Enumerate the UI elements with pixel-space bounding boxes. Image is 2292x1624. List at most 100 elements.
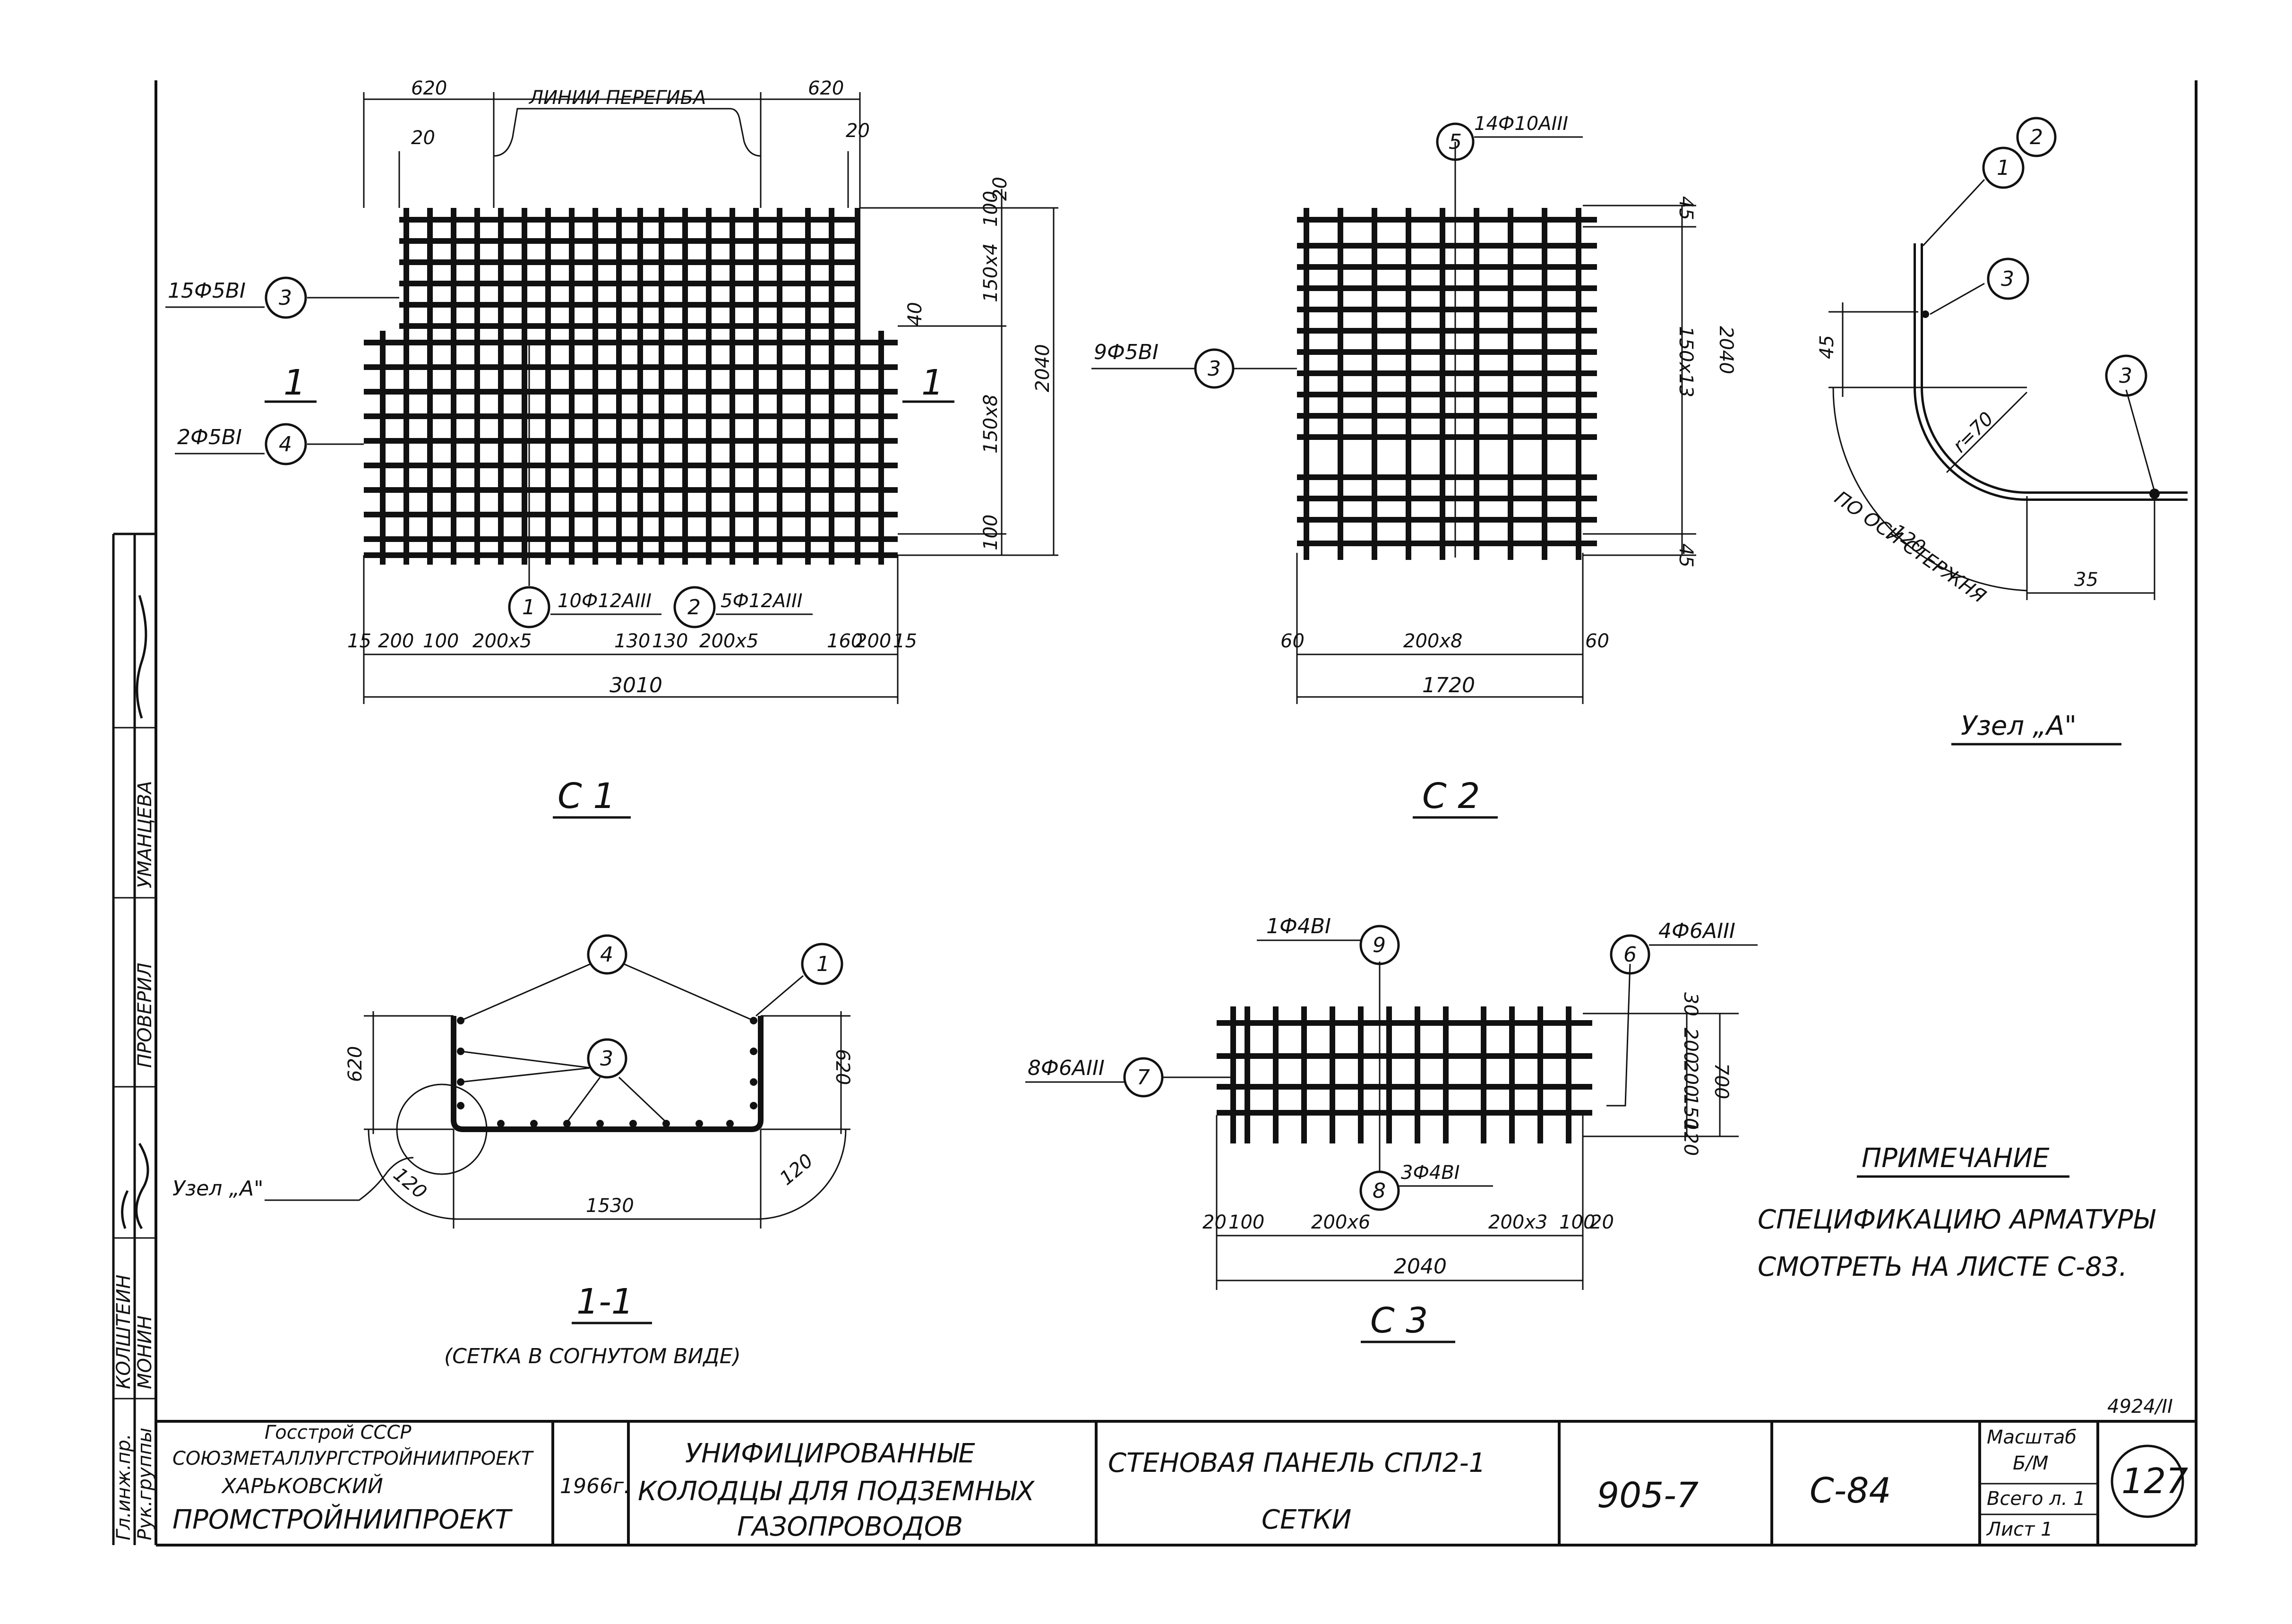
s11-dim-bend-r: 120 xyxy=(776,1150,817,1189)
note-line-1: СПЕЦИФИКАЦИЮ АРМАТУРЫ xyxy=(1758,1204,2156,1235)
s11-title: 1-1 xyxy=(576,1281,634,1322)
c3-dim-b1: 20 xyxy=(1202,1212,1227,1233)
c3-callout-9-text: 1Ф4ВI xyxy=(1266,914,1331,938)
c3-dim-r4: 150 xyxy=(1680,1094,1701,1130)
node-callout-3a: 3 xyxy=(2001,267,2014,291)
s11-callout-4: 4 xyxy=(600,943,613,967)
c1-dim-r-b: 150х4 xyxy=(980,243,1002,302)
c1-dim-b1: 15 xyxy=(347,630,371,652)
c1-dim-top-left: 620 xyxy=(411,77,447,99)
s11-subtitle: (СЕТКА В СОГНУТОМ ВИДЕ) xyxy=(444,1344,741,1368)
c1-dim-b7: 200х5 xyxy=(699,630,758,652)
tb-year: 1966г. xyxy=(560,1474,630,1498)
tb-scale-label: Масштаб xyxy=(1987,1426,2077,1448)
note-line-2: СМОТРЕТЬ НА ЛИСТЕ С-83. xyxy=(1758,1252,2127,1282)
c1-dim-b10: 15 xyxy=(893,630,917,652)
c1-callout-1-num: 1 xyxy=(522,595,535,619)
c2-dim-b3: 60 xyxy=(1585,630,1609,652)
c1-dim-r-e: 40 xyxy=(904,302,926,326)
c3-callout-7-num: 7 xyxy=(1137,1065,1150,1090)
c1-section-left: 1 xyxy=(283,362,306,403)
signature-3 xyxy=(121,1190,129,1229)
tb-org-2: СОЮЗМЕТАЛЛУРГСТРОЙНИИПРОЕКТ xyxy=(172,1447,534,1469)
s11-callout-3: 3 xyxy=(600,1047,613,1071)
c2-dim-b2: 200х8 xyxy=(1403,630,1462,652)
c1-dim-r-g: 100 xyxy=(980,515,1002,550)
mesh-c1: 620 620 ЛИНИИ ПЕРЕГИБА 20 20 20 150х4 10… xyxy=(165,77,1058,819)
c1-dim-b8: 160 xyxy=(827,630,863,652)
c2-dim-r-bot: 45 xyxy=(1675,543,1697,567)
c1-callout-3-num: 3 xyxy=(279,286,292,310)
c3-callout-8-num: 8 xyxy=(1373,1179,1386,1203)
c2-dim-r-total: 2040 xyxy=(1715,326,1737,374)
c1-dim-gap-right: 20 xyxy=(846,120,870,142)
s11-node-label: Узел „А" xyxy=(172,1177,264,1201)
c1-callout-1-text: 10Ф12АIII xyxy=(558,590,652,612)
c3-dim-b6: 20 xyxy=(1590,1212,1614,1233)
c3-callout-6-num: 6 xyxy=(1623,943,1637,967)
tb-name-2: СЕТКИ xyxy=(1262,1504,1351,1535)
c1-dim-b2: 200 xyxy=(378,630,414,652)
c3-dim-r5: 120 xyxy=(1680,1120,1701,1156)
signature-2 xyxy=(135,1143,149,1229)
c1-dim-r-d: 2040 xyxy=(1032,344,1054,392)
node-callout-3b: 3 xyxy=(2119,364,2132,388)
tb-page: 127 xyxy=(2121,1461,2188,1502)
c1-dim-r-f: 150х8 xyxy=(980,395,1002,454)
c3-bars xyxy=(1217,1006,1592,1143)
c1-title: С 1 xyxy=(558,776,615,816)
c1-dim-b4: 200х5 xyxy=(472,630,532,652)
s11-callout-1: 1 xyxy=(816,952,830,976)
tb-scale: Б/М xyxy=(2013,1452,2048,1474)
tb-project-3: ГАЗОПРОВОДОВ xyxy=(737,1512,963,1542)
tb-org-3: ХАРЬКОВСКИЙ xyxy=(221,1473,383,1498)
section-1-1: 4 1 3 620 620 Узел „А" 120 120 1530 1-1 … xyxy=(172,934,853,1368)
node-arc-note: ПО ОСИ СТЕРЖНЯ xyxy=(1830,487,1990,608)
mesh-c2: 5 14Ф10АIII 3 9Ф5ВI 45 150х13 2040 45 60… xyxy=(1091,113,1737,819)
c2-dim-r-top: 45 xyxy=(1675,196,1697,220)
c3-dim-b3: 200х6 xyxy=(1311,1212,1370,1233)
c1-dim-total: 3010 xyxy=(609,673,662,697)
c1-dim-r-a: 20 xyxy=(989,177,1011,201)
c2-dim-b1: 60 xyxy=(1280,630,1305,652)
c3-dim-r1: 30 xyxy=(1680,992,1701,1016)
c3-title: С 3 xyxy=(1370,1300,1428,1341)
c1-dim-r-c: 100 xyxy=(980,191,1002,227)
c2-title: С 2 xyxy=(1422,776,1480,816)
c3-callout-7-text: 8Ф6АIII xyxy=(1028,1056,1105,1080)
c1-dim-b9: 200 xyxy=(855,630,891,652)
tb-project-1: УНИФИЦИРОВАННЫЕ xyxy=(685,1438,975,1469)
tb-series: 905-7 xyxy=(1597,1475,1699,1516)
tb-org-1: Госстрой СССР xyxy=(265,1422,412,1444)
c2-dim-total: 1720 xyxy=(1422,673,1475,697)
c1-callout-2-text: 5Ф12АIII xyxy=(721,590,803,612)
c2-dim-r-mid: 150х13 xyxy=(1675,326,1697,397)
c1-callout-3-text: 15Ф5ВI xyxy=(168,279,246,303)
c1-dim-top-right: 620 xyxy=(808,77,844,99)
stamp-role-2: Рук.группы xyxy=(134,1427,156,1540)
node-dim-35: 35 xyxy=(2074,569,2098,591)
c3-callout-9-num: 9 xyxy=(1373,933,1386,957)
signature-1 xyxy=(136,595,147,719)
side-stamp: Гл.инж.пр. КОЛШТЕЙН Рук.группы МОНИН ПРО… xyxy=(112,533,156,1545)
c3-callout-6-text: 4Ф6АIII xyxy=(1658,919,1735,943)
c1-callout-4-text: 2Ф5ВI xyxy=(177,425,242,449)
sheet-code: 4924/II xyxy=(2107,1396,2173,1418)
c1-callout-2-num: 2 xyxy=(687,595,701,619)
c3-dim-total: 700 xyxy=(1710,1063,1732,1099)
tb-name-1: СТЕНОВАЯ ПАНЕЛЬ СПЛ2-1 xyxy=(1108,1448,1485,1478)
tb-org-4: ПРОМСТРОЙНИИПРОЕКТ xyxy=(172,1504,513,1535)
c1-dim-gap-left: 20 xyxy=(411,127,435,149)
s11-dim-left: 620 xyxy=(344,1046,366,1082)
c3-dim-b5: 100 xyxy=(1559,1212,1595,1233)
c1-bend-lines-label: ЛИНИИ ПЕРЕГИБА xyxy=(528,87,706,109)
mesh-c3: 9 1Ф4ВI 6 4Ф6АIII 7 8Ф6АIII 8 3Ф4ВI 30 2… xyxy=(1025,914,1758,1343)
c3-dim-b4: 200х3 xyxy=(1488,1212,1547,1233)
c1-dim-b3: 100 xyxy=(423,630,459,652)
stamp-role-3: ПРОВЕРИЛ xyxy=(134,962,156,1068)
c3-dim-b2: 100 xyxy=(1228,1212,1264,1233)
title-block: 4924/II Госстрой СССР СОЮЗМЕТАЛЛУРГСТРОЙ… xyxy=(172,1396,2188,1545)
c3-dim-width: 2040 xyxy=(1394,1255,1447,1279)
c1-dim-b6: 130 xyxy=(652,630,688,652)
